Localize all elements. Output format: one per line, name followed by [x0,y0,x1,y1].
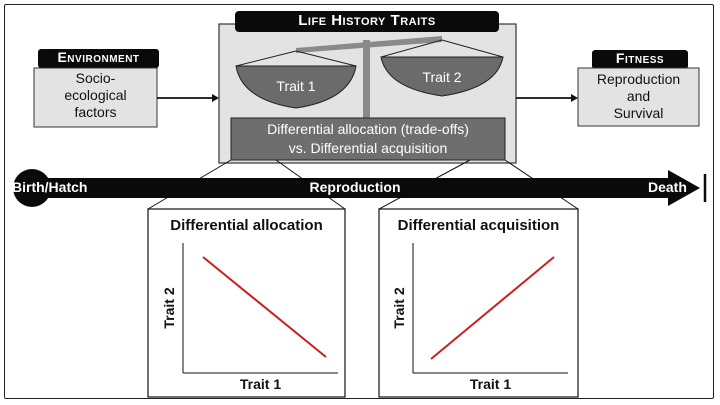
panel-acquisition-xlabel: Trait 1 [469,376,512,392]
fitness-line3: Survival [613,105,664,121]
timeline-start-label: Birth/Hatch [12,179,88,195]
fitness-title: Fitness [615,50,665,66]
panel-acquisition-box [378,208,579,398]
environment-line1: Socio- [75,70,116,86]
timeline-middle-label: Reproduction [309,179,401,195]
life-history-title: Life History Traits [298,12,436,29]
arrow-env-to-lht-head [212,94,219,102]
balance-trait2-label: Trait 2 [422,69,462,85]
environment-title-bar [38,49,159,68]
life-history-title-bar [235,11,499,32]
environment-line3: factors [74,104,117,120]
fitness-title-bar [592,50,688,69]
outer-frame [4,4,714,399]
balance-post [363,40,370,118]
environment-line2: ecological [64,87,127,103]
arrow-lht-to-fitness-head [571,94,578,102]
panel-acquisition-ylabel: Trait 2 [391,287,407,329]
panel-allocation-title: Differential allocation [170,217,323,234]
timeline-bar [26,178,670,198]
tradeoff-text-line2: vs. Differential acquisition [288,140,448,156]
pan-left [235,65,357,109]
pan-string-left-b [295,50,357,67]
fitness-line2: and [626,88,651,104]
environment-box [33,67,158,128]
panel-allocation-xlabel: Trait 1 [239,376,282,392]
panel-acquisition-title: Differential acquisition [397,217,560,234]
balance-trait1-label: Trait 1 [276,78,316,94]
pan-string-right-b [441,39,504,58]
pan-string-left-a [235,50,297,67]
panel-acquisition-trend-line [430,256,555,360]
balance-beam [296,36,442,53]
panel-allocation-ylabel: Trait 2 [161,287,177,329]
panel-allocation-box [147,208,346,398]
tradeoff-text-line1: Differential allocation (trade-offs) [267,121,469,137]
fitness-box [577,67,700,127]
panel-allocation-trend-line [202,256,327,358]
pan-right [380,56,504,97]
fitness-line1: Reproduction [596,71,681,87]
environment-title: Environment [57,49,140,65]
timeline-arrowhead [668,170,700,206]
timeline-end-label: Death [648,179,687,195]
pan-string-right-a [380,39,443,58]
tradeoff-box [230,117,506,161]
